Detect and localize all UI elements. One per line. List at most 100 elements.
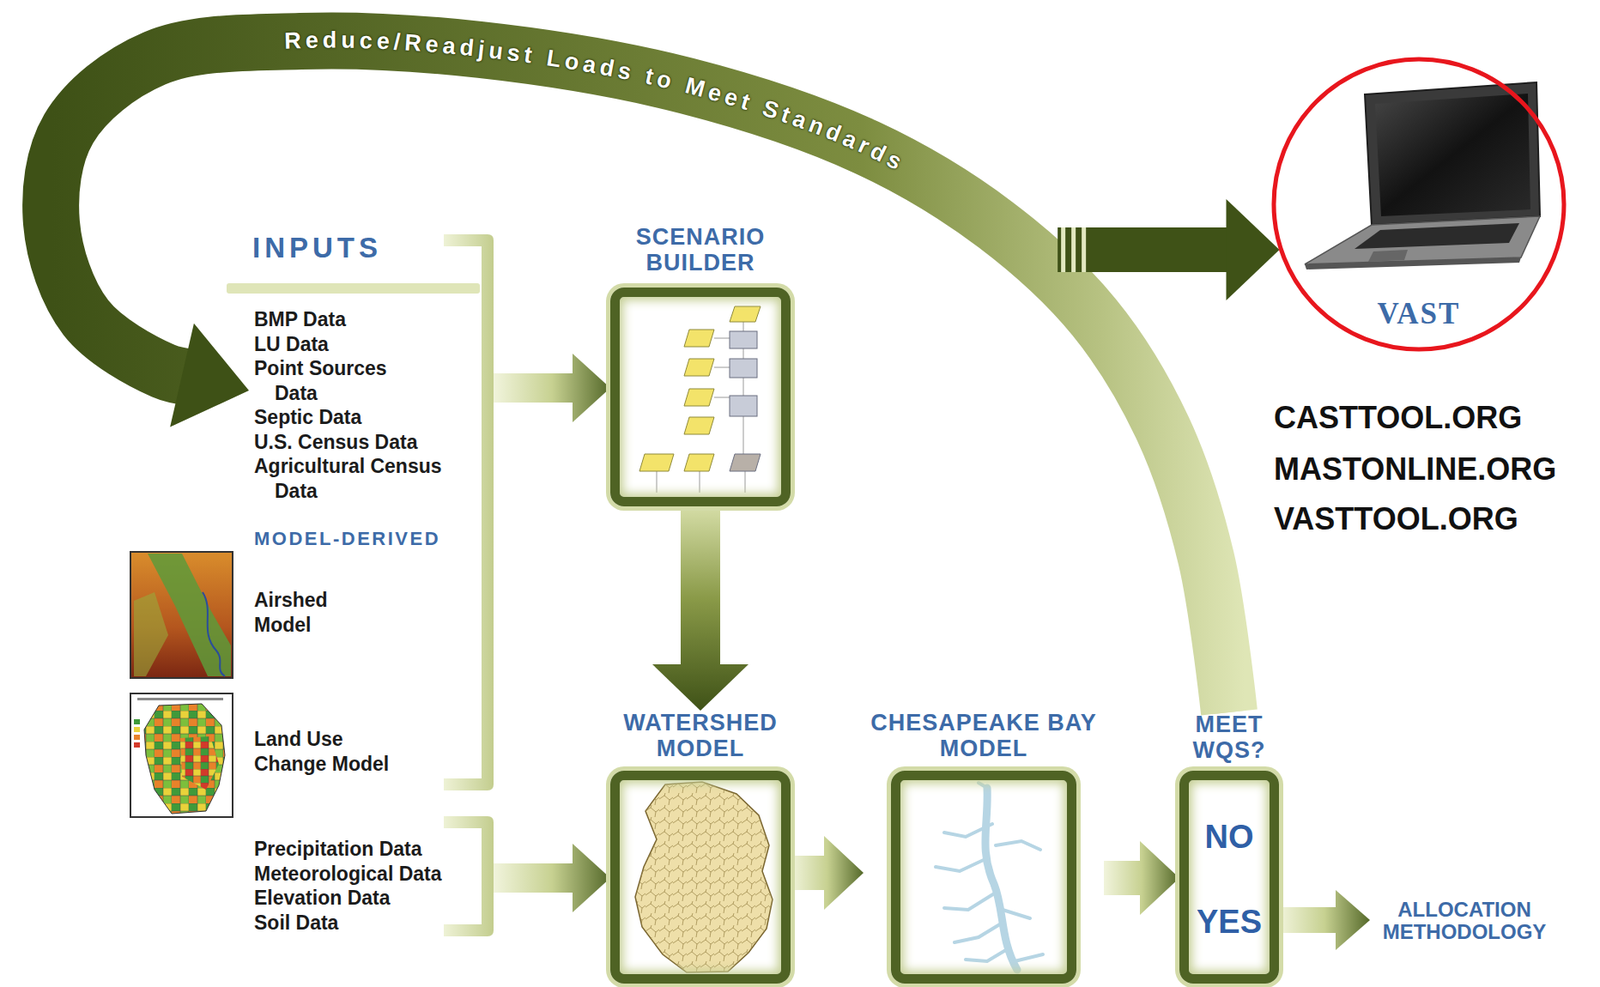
airshed-thumbnail [202, 592, 225, 677]
connector-line [493, 863, 579, 893]
label-letter: o [654, 66, 675, 96]
input-item: U.S. Census Data [254, 430, 486, 455]
bay-map [935, 782, 1043, 970]
arrow-stripe [1060, 227, 1066, 273]
box-heading: MEET WQS? [1179, 712, 1279, 764]
flowchart-thumbnail [639, 454, 674, 472]
label-letter: s [505, 39, 522, 68]
outcome-label: ALLOCATION METHODOLOGY [1369, 898, 1559, 945]
flowchart-thumbnail [729, 454, 761, 472]
airshed-thumbnail [130, 551, 233, 679]
connector-line [1057, 227, 1235, 273]
bracket [226, 283, 480, 294]
label-letter: t [738, 88, 754, 116]
url-label: CASTTOOL.ORG [1273, 400, 1557, 436]
airshed-thumbnail [130, 551, 233, 679]
land-use-thumbnail [180, 736, 219, 790]
laptop-picture [1304, 216, 1540, 265]
label-letter: e [375, 28, 390, 56]
box-frame [1179, 770, 1279, 984]
flowchart-thumbnail [729, 395, 758, 417]
input-item: Septic Data [254, 405, 486, 431]
input-item: Meteorological Data [254, 861, 486, 887]
input-item: Land Use Change Model [254, 727, 400, 776]
outcome-box: ALLOCATION METHODOLOGY [1369, 892, 1559, 950]
airshed-thumbnail [133, 592, 169, 677]
decision-answer: YES [1179, 903, 1279, 941]
land-use-thumbnail [133, 742, 140, 748]
flowchart-thumbnail [639, 306, 761, 472]
flowchart-thumbnail [684, 358, 715, 376]
arrow-head [1226, 199, 1280, 301]
arrow-head [169, 323, 249, 428]
box-frame [610, 287, 791, 507]
decision-answer: NO [1179, 818, 1279, 856]
input-item: BMP Data [254, 307, 486, 333]
flowchart-thumbnail [729, 331, 761, 472]
laptop-picture [1354, 223, 1520, 249]
connector-line [1278, 907, 1341, 934]
connector-line [1103, 860, 1146, 896]
arrow-head [572, 843, 611, 913]
flowchart-thumbnail [684, 329, 715, 347]
input-item: Precipitation Data [254, 836, 486, 862]
bay-map [985, 787, 1018, 970]
label-letter: d [598, 54, 618, 84]
arrow-stripe [1071, 227, 1076, 273]
input-list: INPUTSBMP DataLU DataPoint Sources DataS… [248, 230, 494, 793]
label-letter: d [322, 27, 338, 55]
model-box: WATERSHED MODEL [610, 710, 791, 984]
bracket [226, 234, 494, 937]
flowchart-thumbnail [684, 454, 715, 472]
url-label: VASTTOOL.ORG [1273, 501, 1557, 537]
laptop-picture [1368, 249, 1408, 262]
arrow-head [824, 836, 864, 910]
connector [652, 506, 749, 711]
bracket [443, 816, 494, 937]
label-letter: s [616, 57, 635, 86]
flowchart-thumbnail [684, 388, 715, 407]
connector [1103, 841, 1180, 916]
label-letter [632, 60, 645, 89]
section-heading: INPUTS [252, 231, 493, 265]
land-use-thumbnail [133, 719, 140, 725]
label-letter: j [477, 36, 487, 64]
arrow-head [652, 664, 749, 711]
label-letter: t [642, 63, 656, 91]
connector-line [493, 373, 579, 403]
label-letter: u [340, 27, 356, 55]
process-box: SCENARIO BUILDER [610, 224, 791, 507]
label-letter: u [487, 37, 505, 67]
edge-label: Reduce/Readjust Loads to Meet Standards [266, 14, 921, 187]
land-use-thumbnail [133, 734, 140, 740]
label-letter [534, 43, 546, 72]
connector-line [50, 40, 1230, 713]
flowchart-thumbnail [729, 358, 758, 378]
box-heading: WATERSHED MODEL [610, 710, 791, 762]
laptop-picture [1364, 82, 1540, 225]
watershed-map [635, 781, 773, 973]
connector-line [680, 506, 721, 672]
flowchart-thumbnail [684, 417, 715, 435]
label-letter: o [563, 48, 582, 77]
land-use-thumbnail [133, 727, 140, 733]
url-label: MASTONLINE.ORG [1273, 451, 1557, 487]
label-letter: e [424, 30, 441, 59]
label-letter: d [458, 34, 476, 63]
label-letter: c [359, 27, 374, 55]
arrow-head [1335, 890, 1370, 951]
model-box: CHESAPEAKE BAY MODEL [863, 710, 1104, 984]
label-letter: e [705, 78, 726, 109]
connector-line [1024, 248, 1230, 713]
connector [493, 353, 611, 423]
laptop-picture [1304, 82, 1540, 270]
label-letter: a [581, 50, 599, 79]
flowchart-thumbnail [729, 331, 758, 349]
label-letter: L [545, 45, 564, 74]
connector [493, 843, 611, 913]
connector [1278, 890, 1370, 951]
connector [790, 836, 864, 910]
label-letter: M [682, 72, 709, 104]
